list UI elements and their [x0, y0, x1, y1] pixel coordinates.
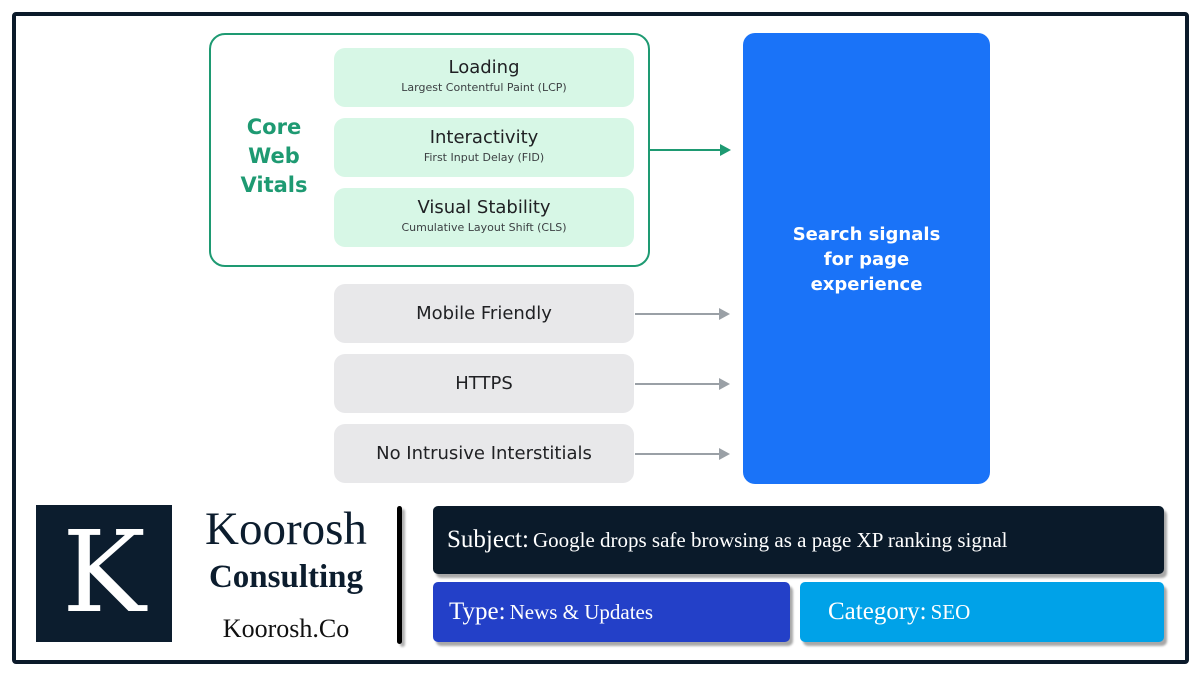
- subject-value: Google drops safe browsing as a page XP …: [532, 528, 1008, 552]
- metric-name: Loading: [448, 57, 520, 78]
- subject-key: Subject:: [447, 526, 529, 553]
- category-tag: Category: SEO: [800, 582, 1164, 642]
- brand-logo: K: [36, 505, 172, 642]
- factor-no-intrusive-interstitials: No Intrusive Interstitials: [334, 424, 634, 483]
- arrow-mobile-friendly: [635, 308, 730, 320]
- footer-divider: [397, 506, 402, 644]
- arrow-interstitials: [635, 448, 730, 460]
- metric-name: Visual Stability: [417, 197, 551, 218]
- page-experience-signals-box: [743, 33, 990, 484]
- subject-tag: Subject: Google drops safe browsing as a…: [433, 506, 1164, 574]
- metric-loading: Loading Largest Contentful Paint (LCP): [334, 48, 634, 107]
- arrow-cwv-to-signals: [650, 144, 731, 156]
- brand-subtitle: Consulting: [208, 559, 364, 595]
- metric-name: Interactivity: [429, 127, 539, 148]
- brand-url: Koorosh.Co: [222, 614, 350, 643]
- metric-detail: Cumulative Layout Shift (CLS): [401, 221, 567, 234]
- logo-letter: K: [62, 508, 146, 638]
- target-label: Search signals for page experience: [792, 224, 941, 295]
- category-key: Category:: [828, 598, 927, 625]
- brand-name: Koorosh: [205, 503, 367, 555]
- type-tag: Type: News & Updates: [433, 582, 790, 642]
- type-value: News & Updates: [509, 600, 654, 624]
- category-value: SEO: [930, 600, 971, 624]
- core-web-vitals-title: Core Web Vitals: [222, 113, 326, 200]
- metric-detail: First Input Delay (FID): [423, 151, 545, 164]
- factor-https: HTTPS: [334, 354, 634, 413]
- page-experience-signals-label: Search signals for page experience: [743, 222, 990, 297]
- core-web-vitals-group: [209, 33, 650, 267]
- arrow-https: [635, 378, 730, 390]
- type-key: Type:: [449, 598, 506, 625]
- metric-interactivity: Interactivity First Input Delay (FID): [334, 118, 634, 177]
- metric-detail: Largest Contentful Paint (LCP): [401, 81, 567, 94]
- factor-mobile-friendly: Mobile Friendly: [334, 284, 634, 343]
- metric-visual-stability: Visual Stability Cumulative Layout Shift…: [334, 188, 634, 247]
- core-web-vitals-label: Core Web Vitals: [240, 115, 308, 197]
